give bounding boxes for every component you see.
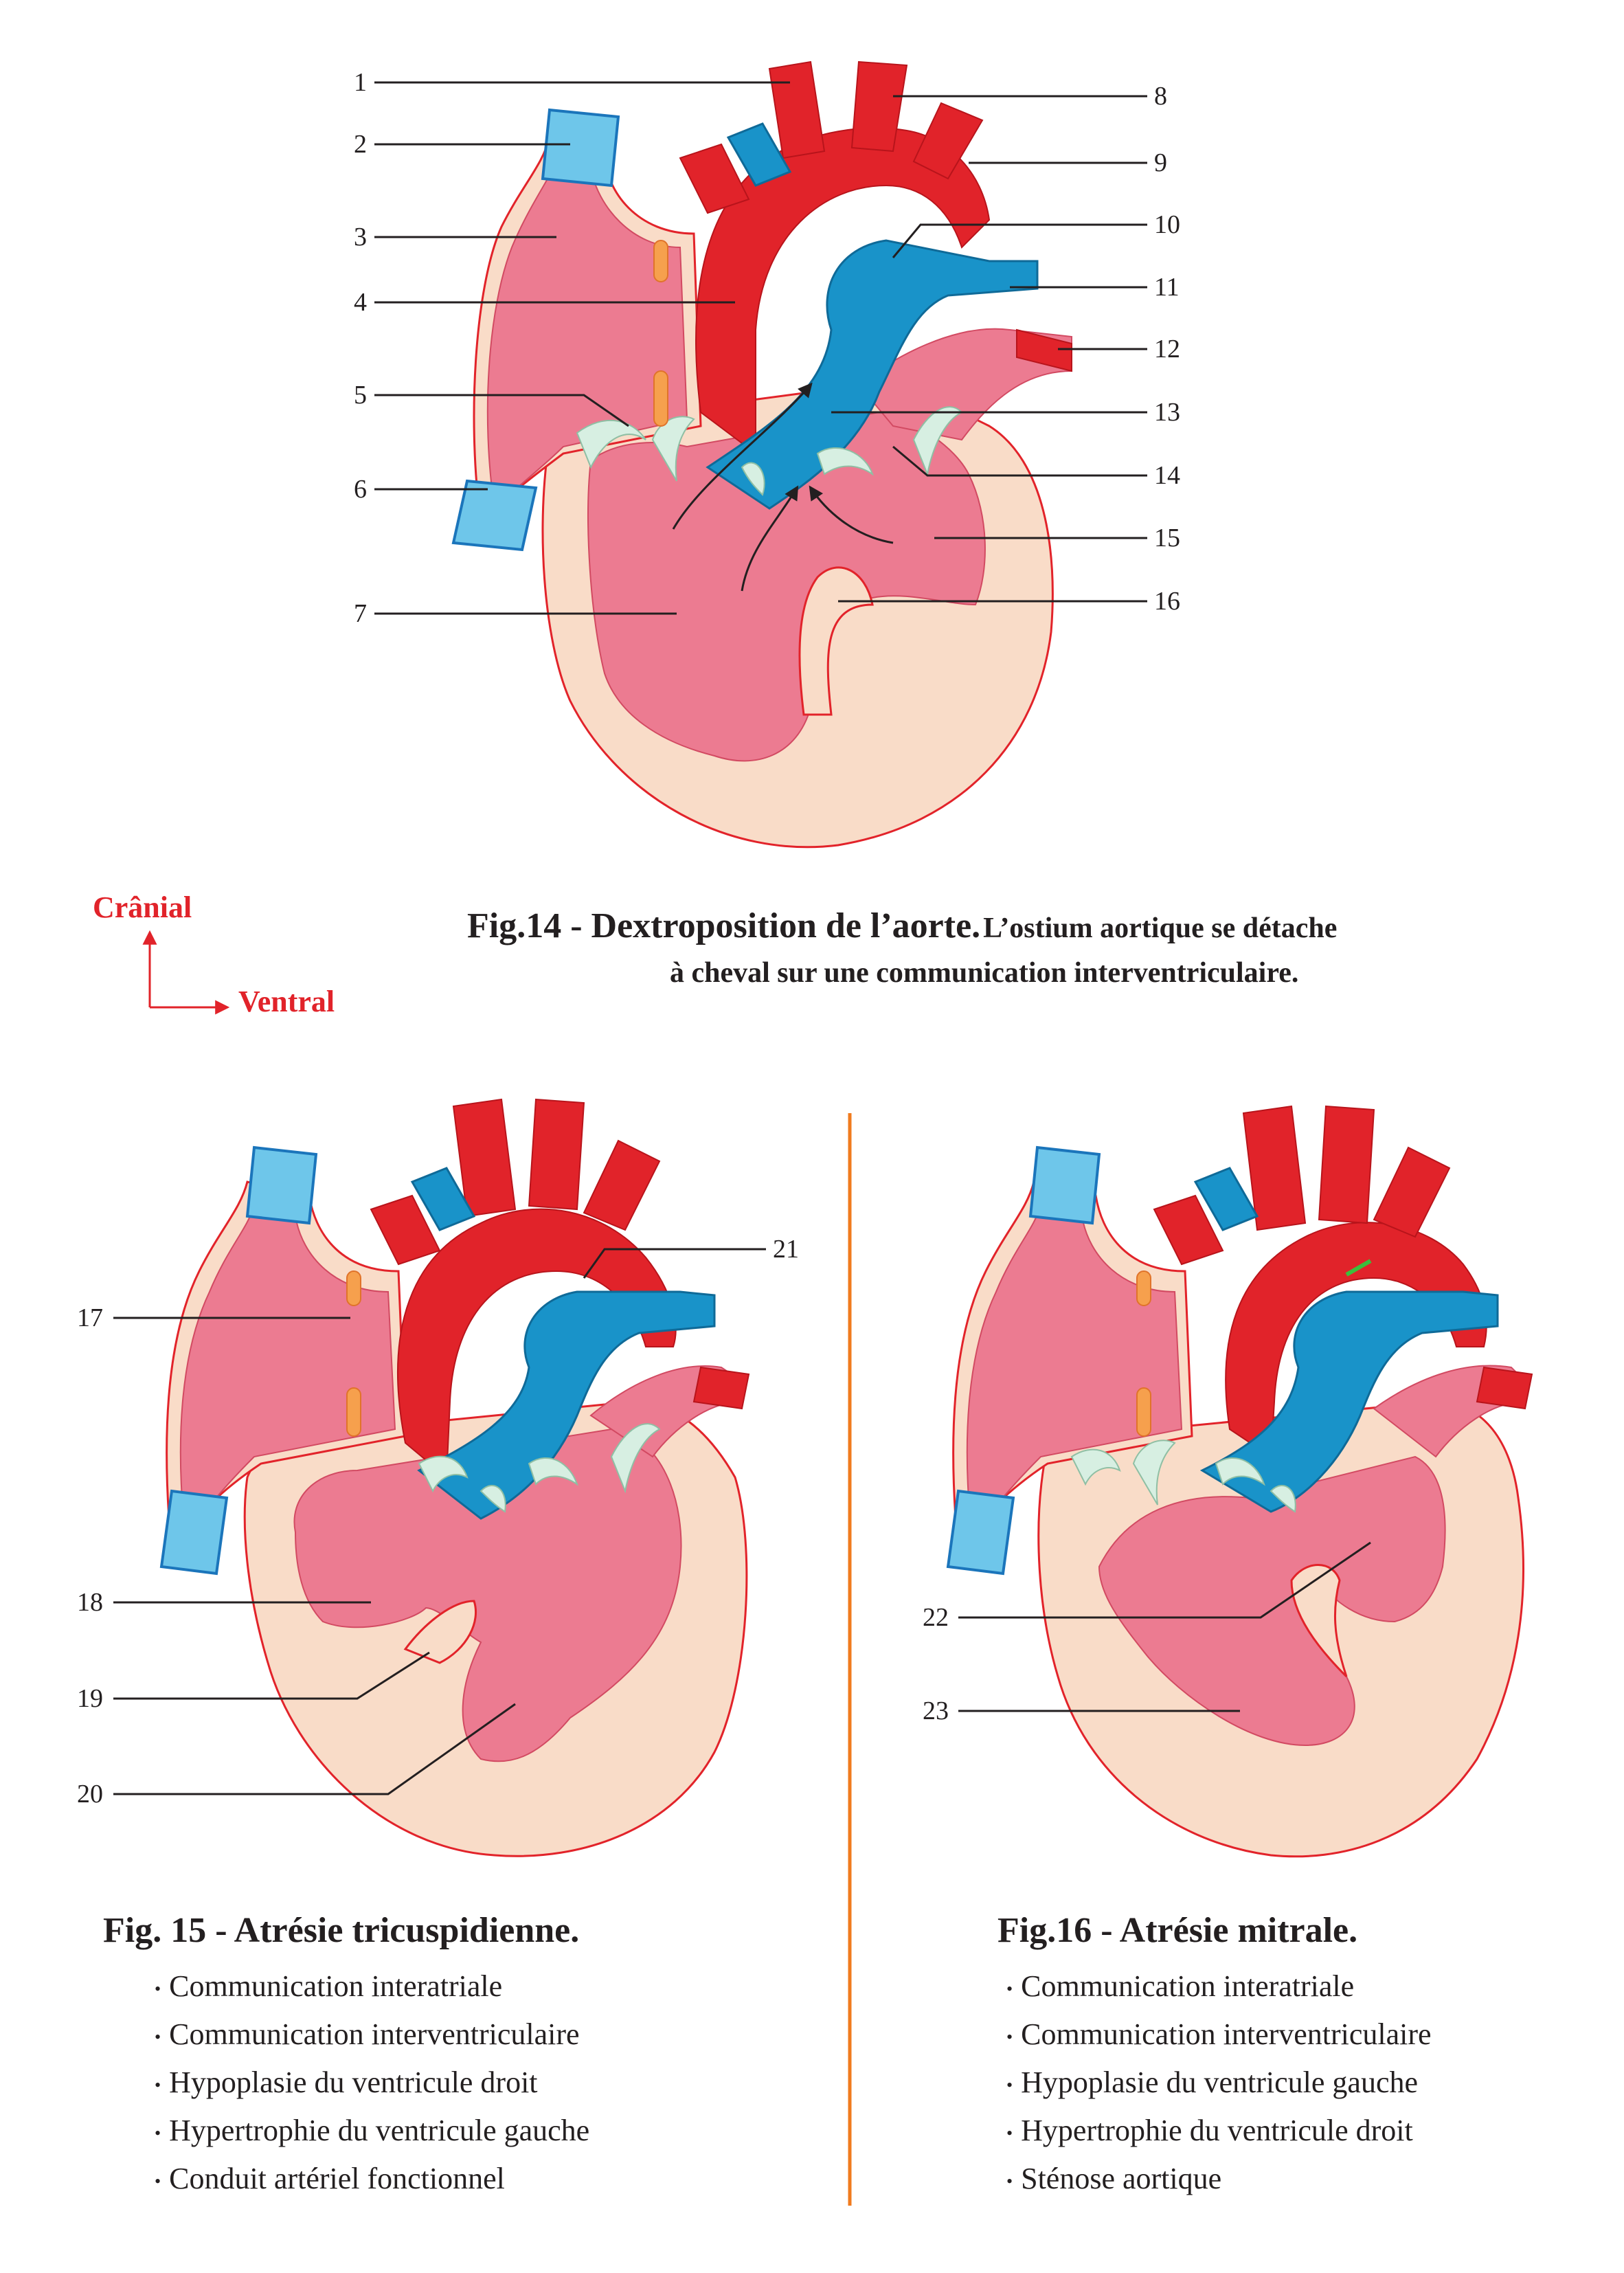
fig14-subtitle-line2: à cheval sur une communication intervent…	[670, 957, 1299, 989]
fig14-leaders	[374, 81, 1147, 615]
fig14-label-9: 9	[1154, 148, 1167, 177]
fig16-leaders	[958, 1541, 1371, 1712]
fig14-label-13: 13	[1154, 398, 1180, 427]
fig14-title: Fig.14 - Dextroposition de l’aorte.	[467, 906, 981, 945]
fig15-bullet-item: Hypertrophie du ventricule gauche	[155, 2108, 589, 2156]
fig15-label-19: 19	[77, 1684, 103, 1713]
fig16-label-22: 22	[923, 1603, 949, 1632]
fig15-bullet-item: Communication interatriale	[155, 1964, 589, 2012]
fig16-heart	[946, 1105, 1533, 1858]
fig14-label-8: 8	[1154, 82, 1167, 111]
fig15-bullet-item: Conduit artériel fonctionnel	[155, 2156, 589, 2204]
fig16-title: Fig.16 - Atrésie mitrale.	[997, 1911, 1358, 1950]
fig14-heart	[451, 60, 1072, 849]
fig14-caption: Fig.14 - Dextroposition de l’aorte. L’os…	[467, 906, 1337, 946]
fig16-bullet-item: Communication interatriale	[1006, 1964, 1432, 2012]
fig15-bullet-item: Hypoplasie du ventricule droit	[155, 2060, 589, 2108]
fig14-subtitle-line1: L’ostium aortique se détache	[983, 912, 1338, 944]
fig14-label-1: 1	[354, 68, 367, 97]
fig14-label-11: 11	[1154, 273, 1180, 302]
fig15-bullet-item: Communication interventriculaire	[155, 2012, 589, 2060]
fig14-label-7: 7	[354, 599, 367, 628]
orientation-axes	[142, 930, 230, 1015]
fig15-labels: 17 18 19 20 21	[77, 1235, 799, 1809]
fig15-bullet-list: Communication interatriale Communication…	[155, 1964, 589, 2204]
fig14-label-10: 10	[1154, 210, 1180, 239]
fig15-title: Fig. 15 - Atrésie tricuspidienne.	[103, 1911, 580, 1950]
fig15-heart	[159, 1098, 750, 1857]
fig14-labels: 1 2 3 4 5 6 7 8 9 10 11 12 13 14 15 16	[354, 68, 1180, 628]
orientation-ventral: Ventral	[238, 985, 335, 1018]
fig14-label-15: 15	[1154, 524, 1180, 552]
fig16-bullet-item: Hypertrophie du ventricule droit	[1006, 2108, 1432, 2156]
fig15-leaders	[113, 1248, 766, 1795]
fig14-label-4: 4	[354, 288, 367, 317]
fig15-label-18: 18	[77, 1588, 103, 1617]
orientation-cranial: Crânial	[93, 891, 192, 924]
fig16-bullet-item: Hypoplasie du ventricule gauche	[1006, 2060, 1432, 2108]
fig16-labels: 22 23	[923, 1603, 949, 1725]
fig16-label-23: 23	[923, 1697, 949, 1725]
fig14-label-12: 12	[1154, 335, 1180, 363]
fig15-label-21: 21	[773, 1235, 799, 1264]
fig14-label-6: 6	[354, 475, 367, 504]
fig14-label-3: 3	[354, 223, 367, 251]
fig14-label-5: 5	[354, 381, 367, 410]
fig15-label-17: 17	[77, 1303, 103, 1332]
fig14-label-2: 2	[354, 130, 367, 159]
fig14-label-16: 16	[1154, 587, 1180, 616]
fig15-label-20: 20	[77, 1780, 103, 1809]
fig16-bullet-item: Communication interventriculaire	[1006, 2012, 1431, 2060]
fig16-bullet-item: Sténose aortique	[1006, 2156, 1432, 2204]
fig14-label-14: 14	[1154, 461, 1180, 490]
fig16-bullet-list: Communication interatriale Communication…	[1006, 1964, 1432, 2204]
